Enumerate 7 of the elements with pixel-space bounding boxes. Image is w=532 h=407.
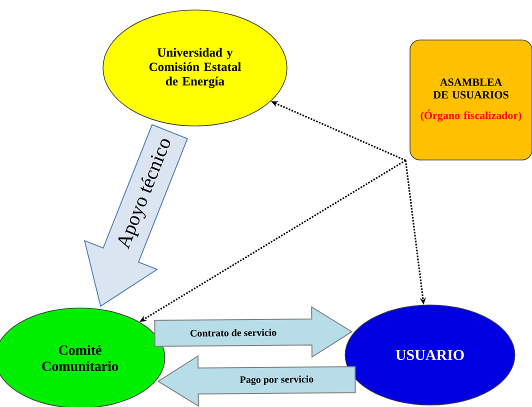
ellipse-node: Comité Comunitario	[0, 308, 166, 407]
ellipse-node: USUARIO	[344, 304, 516, 406]
ellipse-node: Universidad y Comisión Estatal de Energía	[102, 10, 288, 126]
edge-label: Pago por servicio	[238, 374, 315, 386]
rounded-box: ASAMBLEA DE USUARIOS (Órgano fiscalizador)	[410, 40, 532, 160]
edge-label: Apoyo técnico	[114, 134, 177, 253]
edge-label: Contrato de servicio	[188, 328, 278, 338]
